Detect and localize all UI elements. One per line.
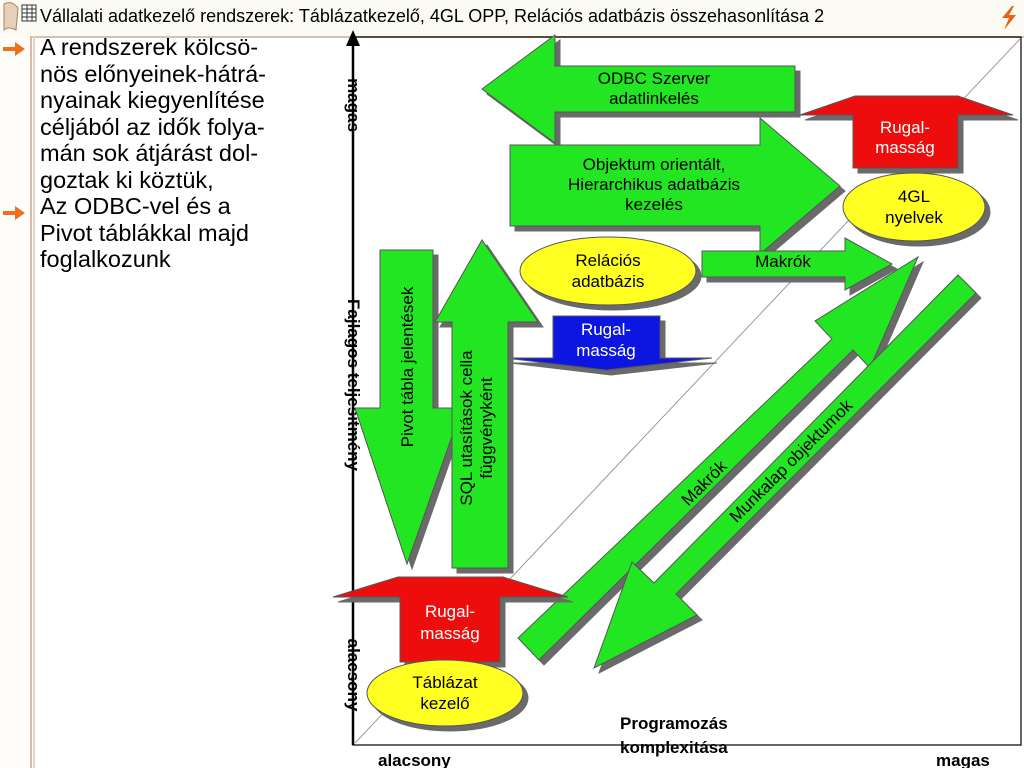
paragraph-1: A rendszerek kölcsö- nös előnyeinek-hátr… [40, 34, 320, 193]
bullet-arrow-icon [3, 42, 25, 56]
x-axis-title-line-2: komplexitása [620, 738, 728, 757]
left-margin-strip [0, 36, 32, 768]
flexibility-arrow-mid: Rugal- masság [504, 315, 713, 371]
relational-line-2: adatbázis [572, 272, 645, 291]
x-axis-low-label: alacsony [378, 751, 451, 768]
flexibility-arrow-bottom: Rugal- masság [332, 576, 569, 663]
paragraph-2: Az ODBC-vel és a Pivot táblákkal majd fo… [40, 193, 320, 273]
text-line: goztak ki köztük, [40, 166, 214, 193]
text-line: foglalkozunk [40, 246, 171, 272]
y-axis-high-label: magas [344, 78, 363, 132]
worksheet-objects-label: Munkalap objektumok [726, 396, 857, 527]
odbc-label-line-2: adatlinkelés [609, 89, 699, 108]
text-line: céljából az idők folya- [40, 113, 265, 140]
bullet-arrow-icon [3, 206, 25, 220]
4gl-line-2: nyelvek [885, 208, 943, 227]
oo-label-line-1: Objektum orientált, [583, 155, 726, 174]
y-axis-title: Fajlagos teljesítmény [344, 299, 363, 471]
pivot-label: Pivot tábla jelentések [398, 286, 417, 447]
y-axis-low-label: alacsony [344, 639, 363, 712]
flexibility-top-line-2: masság [875, 138, 935, 157]
sql-arrow: SQL utasítások cella függvényként [434, 239, 539, 569]
oo-label-line-2: Hierarchikus adatbázis [568, 175, 740, 194]
y-axis-arrowhead [346, 30, 360, 46]
x-axis-title-line-1: Programozás [620, 714, 728, 733]
flexibility-mid-line-1: Rugal- [581, 320, 631, 339]
macros-top-label: Makrók [755, 252, 811, 271]
flexibility-mid-line-2: masság [576, 341, 636, 360]
lightning-icon [1002, 6, 1016, 30]
text-line: Pivot táblákkal majd [40, 219, 249, 246]
macros-arrow-top: Makrók [701, 237, 894, 291]
odbc-arrow: ODBC Szerver adatlinkelés [481, 34, 796, 144]
4gl-line-1: 4GL [898, 187, 930, 206]
4gl-node: 4GL nyelvek [842, 172, 986, 242]
object-oriented-arrow: Objektum orientált, Hierarchikus adatbáz… [509, 116, 841, 256]
oo-label-line-3: kezelés [625, 195, 683, 214]
relational-line-1: Relációs [575, 251, 640, 270]
flexibility-top-line-1: Rugal- [880, 118, 930, 137]
body-text: A rendszerek kölcsö- nös előnyeinek-hátr… [40, 34, 320, 273]
sql-label-line-2: függvényként [477, 377, 496, 478]
pivot-arrow: Pivot tábla jelentések [354, 249, 463, 566]
odbc-label-line-1: ODBC Szerver [598, 69, 711, 88]
spreadsheet-line-2: kezelő [420, 694, 469, 713]
sql-label-line-1: SQL utasítások cella [457, 350, 476, 506]
text-line: A rendszerek kölcsö- [40, 34, 259, 60]
text-line: nyainak kiegyenlítése [40, 87, 265, 113]
text-line: nös előnyeinek-hátrá- [40, 60, 266, 87]
flexibility-bottom-line-2: masság [420, 624, 480, 643]
flexibility-bottom-line-1: Rugal- [425, 602, 475, 621]
text-line: mán sok átjárást dol- [40, 140, 259, 166]
app-logo-icon [3, 2, 37, 32]
relational-node: Relációs adatbázis [519, 236, 697, 306]
left-margin-line [33, 36, 35, 768]
spreadsheet-node: Táblázat kezelő [366, 659, 524, 727]
spreadsheet-line-1: Táblázat [412, 673, 477, 692]
text-line: Az ODBC-vel és a [40, 193, 231, 219]
x-axis-high-label: magas [936, 751, 990, 768]
flexibility-arrow-top: Rugal- masság [799, 95, 1014, 169]
slide-title: Vállalati adatkezelő rendszerek: Tábláza… [40, 6, 825, 26]
